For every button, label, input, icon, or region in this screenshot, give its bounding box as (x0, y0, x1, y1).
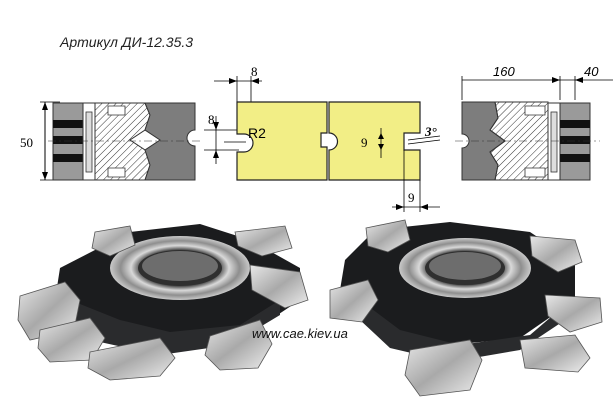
website-url: www.cae.kiev.ua (252, 326, 348, 341)
article-label: Артикул ДИ-12.35.3 (60, 34, 194, 50)
knife-blade (249, 264, 309, 309)
dim-diameter: 160 (493, 64, 515, 79)
knife-blade (519, 334, 591, 373)
knife-blade (404, 339, 483, 397)
profile-drawing (204, 76, 441, 212)
dim-groove-depth: 9 (408, 190, 415, 205)
knife-blade (87, 337, 176, 381)
dim-left-offset: 8 (208, 112, 215, 127)
dim-groove-height: 9 (361, 135, 368, 150)
dim-radius: R2 (248, 125, 266, 141)
knife-blade (329, 279, 379, 323)
knife-blade (529, 235, 583, 273)
cutter-photo-left (17, 224, 309, 381)
cutter-photo-right (329, 219, 603, 397)
knife-blade (544, 294, 603, 333)
knife-blade (91, 225, 136, 257)
knife-blade (365, 219, 411, 253)
dim-left-width: 8 (251, 64, 258, 79)
dim-angle: 3° (424, 124, 438, 139)
dim-height: 50 (20, 135, 33, 150)
knife-blade (204, 319, 273, 371)
right-section-view (455, 76, 613, 181)
left-section-view (40, 101, 200, 181)
knife-blade (234, 225, 293, 257)
dim-bore: 40 (584, 64, 599, 79)
